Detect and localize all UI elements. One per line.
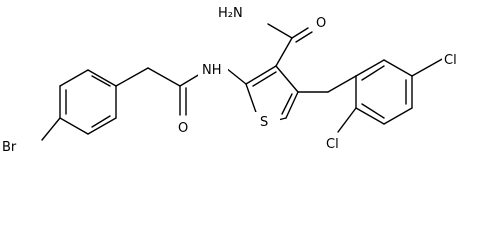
bond — [361, 65, 385, 81]
bond — [91, 115, 111, 128]
bond — [355, 59, 385, 77]
bond — [179, 73, 201, 87]
bond — [91, 75, 111, 87]
bond — [147, 67, 181, 87]
atom-cl-ortho: Cl — [326, 137, 339, 152]
bond — [291, 27, 309, 39]
bond — [115, 67, 149, 87]
structure-canvas: Br O NH S H₂N O Cl Cl — [2, 6, 457, 155]
bromophenyl-ring — [59, 69, 117, 135]
atom-carbonyl-o: O — [178, 121, 188, 136]
bond — [295, 31, 313, 43]
bond — [327, 75, 357, 93]
molecule-structure: Br O NH S H₂N O Cl Cl — [2, 6, 457, 155]
bond — [275, 37, 293, 67]
bond — [41, 117, 61, 141]
bond — [87, 69, 117, 87]
bond — [87, 117, 117, 135]
atom-cl-para: Cl — [444, 53, 457, 68]
bond — [267, 23, 293, 39]
bond — [252, 71, 277, 87]
bond — [275, 65, 299, 93]
bond — [281, 93, 293, 115]
bond — [411, 57, 445, 77]
bond — [59, 117, 89, 135]
bond — [355, 107, 385, 125]
bond — [225, 67, 247, 85]
bond — [383, 59, 413, 77]
bond — [361, 103, 385, 119]
atom-amide-o: O — [316, 16, 326, 31]
bond — [285, 91, 299, 119]
bond — [337, 107, 357, 133]
bond — [245, 65, 277, 85]
bond — [383, 107, 413, 125]
bond — [59, 69, 89, 87]
atom-nh: NH — [202, 63, 222, 78]
atom-nh2: H₂N — [218, 6, 243, 21]
atom-br: Br — [2, 140, 17, 155]
dichlorophenyl-ring — [327, 59, 413, 125]
atom-s: S — [260, 115, 268, 130]
